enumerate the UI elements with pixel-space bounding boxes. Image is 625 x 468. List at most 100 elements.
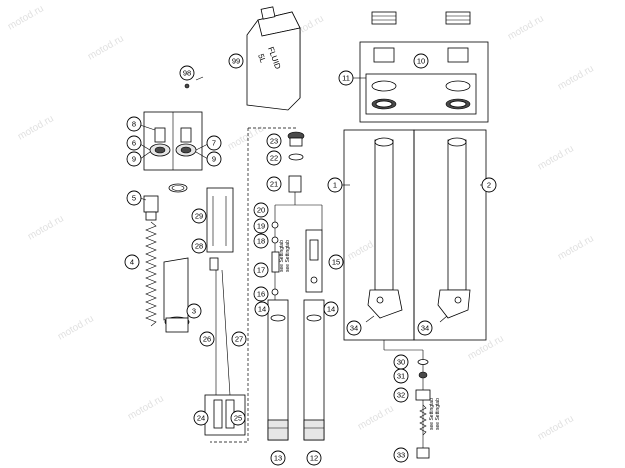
callout-4: 4 [124, 254, 140, 270]
callout-21: 21 [266, 176, 282, 192]
svg-text:motod.ru: motod.ru [6, 3, 46, 32]
callout-26: 26 [199, 331, 215, 347]
outer-tube-left [343, 129, 415, 341]
svg-text:25: 25 [234, 414, 242, 423]
callout-28: 28 [191, 238, 207, 254]
setting-note-left-2: see Settingtab [285, 240, 291, 272]
svg-text:28: 28 [195, 242, 203, 251]
callout-20: 20 [253, 202, 269, 218]
callout-98: 98 [179, 65, 195, 81]
setting-note-right-2: see Settingtab [435, 398, 441, 430]
callout-10: 10 [413, 53, 429, 69]
svg-text:motod.ru: motod.ru [556, 63, 596, 92]
svg-text:98: 98 [183, 69, 191, 78]
svg-text:11: 11 [342, 74, 350, 83]
leader-lines [139, 77, 484, 323]
svg-text:22: 22 [270, 154, 278, 163]
svg-text:21: 21 [270, 180, 278, 189]
dashed-group-outline [210, 127, 296, 443]
callout-24: 24 [193, 410, 209, 426]
svg-text:6: 6 [132, 139, 136, 148]
callout-9-right: 9 [206, 151, 222, 167]
setting-note-right-1: see Settingtab [429, 398, 435, 430]
svg-text:14: 14 [258, 305, 266, 314]
inner-tube-right [303, 299, 325, 441]
callout-14-right: 14 [323, 301, 339, 317]
svg-text:29: 29 [195, 212, 203, 221]
svg-text:99: 99 [232, 57, 240, 66]
svg-text:5: 5 [132, 194, 136, 203]
bottom-valve-parts: see Settingtab see Settingtab [383, 340, 441, 459]
svg-text:16: 16 [257, 290, 265, 299]
callout-23: 23 [266, 133, 282, 149]
small-screw-parts [184, 76, 204, 89]
svg-text:motod.ru: motod.ru [356, 403, 396, 432]
svg-text:1: 1 [333, 181, 337, 190]
svg-text:20: 20 [257, 206, 265, 215]
callout-34-right: 34 [417, 320, 433, 336]
damper-rod-assembly [204, 187, 246, 436]
callout-34-left: 34 [346, 320, 362, 336]
callout-11: 11 [338, 70, 354, 86]
callout-32: 32 [393, 387, 409, 403]
svg-text:9: 9 [212, 155, 216, 164]
callout-2: 2 [481, 177, 497, 193]
callout-22: 22 [266, 150, 282, 166]
callout-1: 1 [327, 177, 343, 193]
svg-text:34: 34 [350, 324, 358, 333]
svg-text:26: 26 [203, 335, 211, 344]
spacer-tube [163, 257, 190, 333]
callout-17: 17 [253, 262, 269, 278]
svg-text:30: 30 [397, 358, 405, 367]
inner-tube-left [267, 299, 289, 441]
svg-text:motod.ru: motod.ru [506, 13, 546, 42]
svg-text:motod.ru: motod.ru [536, 413, 576, 442]
svg-text:12: 12 [310, 454, 318, 463]
svg-text:motod.ru: motod.ru [26, 213, 66, 242]
svg-text:10: 10 [417, 57, 425, 66]
callout-25: 25 [230, 410, 246, 426]
svg-text:motod.ru: motod.ru [56, 313, 96, 342]
callout-14-left: 14 [254, 301, 270, 317]
callout-33: 33 [393, 447, 409, 463]
callout-99: 99 [228, 53, 244, 69]
callout-7: 7 [206, 135, 222, 151]
svg-text:19: 19 [257, 222, 265, 231]
watermark-layer: motod.ru motod.ru motod.ru motod.ru moto… [6, 3, 596, 442]
svg-text:31: 31 [397, 372, 405, 381]
svg-text:motod.ru: motod.ru [126, 393, 166, 422]
callout-8: 8 [126, 116, 142, 132]
svg-text:32: 32 [397, 391, 405, 400]
svg-text:motod.ru: motod.ru [556, 233, 596, 262]
svg-text:14: 14 [327, 305, 335, 314]
callout-9-left: 9 [126, 151, 142, 167]
svg-text:8: 8 [132, 120, 136, 129]
svg-text:2: 2 [487, 181, 491, 190]
center-valve-parts: see Settingtab see Settingtab [271, 131, 323, 300]
svg-text:7: 7 [212, 139, 216, 148]
callout-13: 13 [270, 450, 286, 466]
callout-16: 16 [253, 286, 269, 302]
callout-3: 3 [186, 303, 202, 319]
upper-tube-tops [359, 11, 489, 123]
callout-6: 6 [126, 135, 142, 151]
svg-text:18: 18 [257, 237, 265, 246]
svg-text:27: 27 [235, 335, 243, 344]
fluid-can: FLUID 5L [246, 6, 301, 111]
setting-note-left-1: see Settingtab [279, 240, 285, 272]
callout-29: 29 [191, 208, 207, 224]
svg-text:15: 15 [332, 258, 340, 267]
can-label-volume: 5L [256, 53, 268, 65]
svg-text:9: 9 [132, 155, 136, 164]
callout-19: 19 [253, 218, 269, 234]
svg-text:4: 4 [130, 258, 134, 267]
callout-18: 18 [253, 233, 269, 249]
svg-text:motod.ru: motod.ru [86, 33, 126, 62]
callout-5: 5 [126, 190, 142, 206]
svg-text:motod.ru: motod.ru [536, 143, 576, 172]
callout-31: 31 [393, 368, 409, 384]
svg-text:34: 34 [421, 324, 429, 333]
svg-text:33: 33 [397, 451, 405, 460]
svg-text:3: 3 [192, 307, 196, 316]
